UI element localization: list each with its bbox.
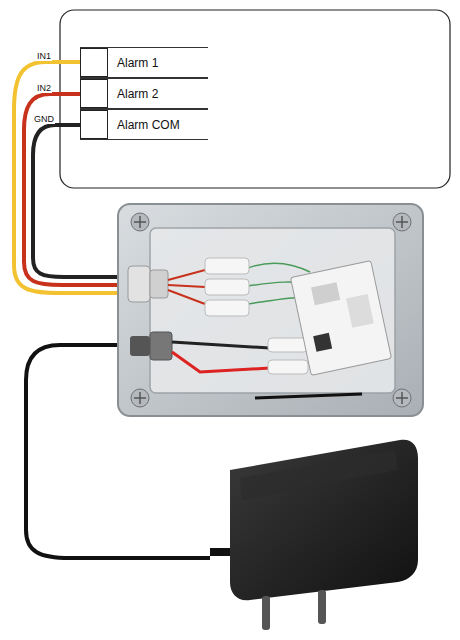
plug-pins — [262, 590, 326, 630]
signal-name: IN2 — [36, 84, 52, 93]
terminal-row: Alarm 1 — [80, 47, 208, 78]
screw-slots — [134, 216, 408, 404]
alarm-panel — [60, 10, 450, 188]
terminal-row: Alarm 2 — [80, 78, 208, 109]
terminal-label: Alarm COM — [108, 118, 190, 132]
adapter-top — [240, 450, 398, 500]
terminal-connectors — [205, 258, 308, 374]
terminal-square — [80, 110, 108, 139]
cable-gland — [128, 266, 150, 302]
cable-gland-nut — [150, 270, 168, 298]
terminal-label: Alarm 2 — [108, 87, 168, 101]
terminal-label: Alarm 1 — [108, 56, 168, 70]
pcb — [291, 261, 392, 376]
terminal-square — [80, 48, 108, 77]
screws — [131, 213, 411, 407]
cable-strain-relief — [210, 548, 232, 556]
internal-dc-red — [172, 352, 270, 372]
enclosure — [118, 204, 423, 416]
internal-wires — [168, 270, 205, 304]
wire-in1 — [14, 62, 130, 293]
signal-name: GND — [33, 115, 55, 124]
enclosure-inner — [150, 228, 395, 393]
terminal-row: Alarm COM — [80, 109, 208, 140]
wire-in2 — [24, 94, 130, 285]
wire-gnd — [33, 125, 130, 277]
terminal-square — [80, 79, 108, 108]
internal-dc-black — [172, 342, 270, 348]
dc-jack-body — [150, 332, 172, 360]
power-adapter — [230, 440, 418, 601]
signal-name: IN1 — [36, 52, 52, 61]
antenna — [255, 394, 362, 398]
dc-jack — [130, 336, 150, 356]
